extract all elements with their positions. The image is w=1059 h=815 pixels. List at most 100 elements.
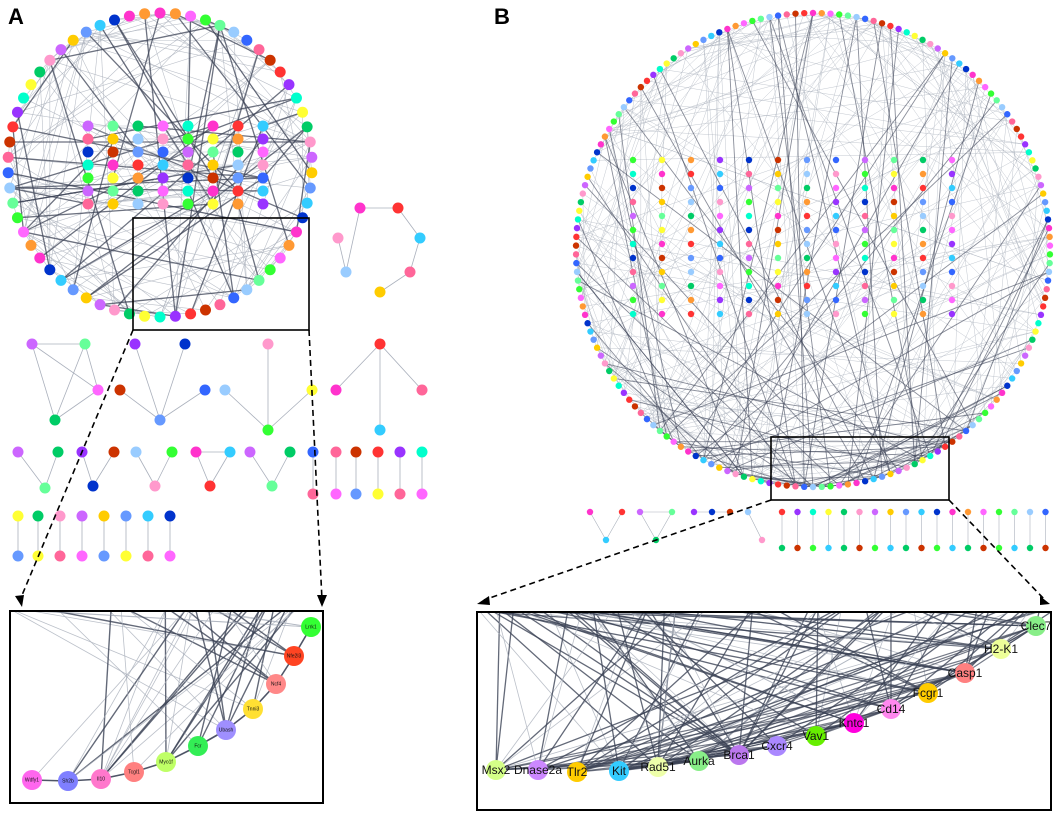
panel-a-ring-node (306, 151, 318, 163)
panel-b-edge (996, 202, 1046, 400)
panel-a-edge (237, 203, 260, 281)
panel-a-grid-node (157, 120, 169, 132)
panel-b-ring-node (783, 11, 790, 18)
panel-b-ring-node (685, 448, 692, 455)
panel-a-grid-node (257, 185, 269, 197)
panel-b-pair-node (1042, 544, 1049, 552)
panel-a-network (2, 7, 428, 562)
panel-b-ring-node (740, 20, 748, 27)
panel-b-edge (609, 128, 1049, 281)
panel-b-ring-node (700, 36, 707, 44)
panel-a-grid-node (182, 172, 194, 184)
panel-b-pair-node (995, 544, 1003, 552)
panel-b-zoom-edge (964, 612, 990, 674)
panel-b-edge (743, 446, 946, 477)
panel-b-zoom-edge (779, 612, 929, 694)
panel-b-grid-node (629, 198, 637, 206)
panel-b-ring-node (1043, 207, 1050, 214)
panel-b-edge (653, 201, 1046, 426)
panel-a-edge (159, 49, 260, 318)
panel-b-ring-node (576, 286, 583, 293)
panel-b-ring-node (626, 97, 633, 104)
panel-b-grid-node (890, 296, 898, 304)
panel-b-zoom-node-label: Aurka (683, 754, 715, 768)
panel-a-zoom-edge (130, 611, 277, 685)
panel-b-zoom-edge (576, 648, 1002, 773)
panel-b-ring-node (708, 460, 715, 468)
panel-a-pair-node (372, 446, 384, 458)
panel-b-ring-node (572, 242, 580, 249)
panel-b-pair-node (840, 544, 848, 552)
panel-a-ring-node (228, 26, 240, 38)
panel-b-zoom-edge (610, 612, 817, 737)
panel-b-ring-node (626, 396, 633, 403)
panel-a-ring-node (304, 136, 316, 148)
panel-b-grid-node (716, 226, 724, 234)
panel-b-edge (838, 14, 923, 461)
panel-b-ring-node (610, 118, 618, 125)
panel-b-component-edge (655, 511, 673, 541)
panel-b-edge (703, 32, 720, 461)
panel-a-edge (39, 125, 214, 259)
panel-a-edge (262, 111, 303, 127)
panel-b-grid-node (919, 296, 927, 304)
panel-b-pair-node (794, 508, 801, 516)
panel-b-edge (803, 23, 883, 487)
panel-b-grid-node (919, 184, 927, 192)
panel-a-edge (129, 202, 308, 315)
panel-a-component-node (416, 384, 428, 396)
panel-b-grid-node (629, 296, 637, 304)
panel-a-ring-node (139, 8, 151, 20)
panel-a-component-node (219, 384, 231, 396)
panel-b-edge (889, 25, 916, 465)
panel-b-zoom-edge (495, 672, 966, 771)
panel-b-edge (613, 25, 736, 379)
panel-b-edge (584, 20, 874, 316)
panel-a-component-edge (379, 271, 411, 293)
panel-a-ring-node (25, 239, 37, 251)
panel-b-edge (727, 114, 1008, 472)
panel-b-ring-node (656, 427, 664, 435)
panel-a-edge (137, 190, 189, 205)
panel-b-zoom-node: Fcgr1 (913, 683, 944, 703)
panel-a-zoom-node-circle (301, 617, 321, 637)
panel-b-edge (659, 430, 682, 448)
panel-b-pair-node (856, 544, 863, 552)
panel-a-zoom-node: Myo1f (156, 752, 176, 772)
panel-a-zoom-node-circle (284, 646, 304, 666)
panel-b-ring-node (700, 456, 707, 464)
panel-a-component-edge (337, 237, 347, 273)
panel-a-edge (60, 13, 176, 50)
panel-b-ring-node (637, 409, 645, 417)
panel-b-grid-node (716, 268, 724, 276)
panel-a-zoom-edge (67, 611, 166, 782)
panel-b-ring-node (969, 421, 976, 429)
panel-b-zoom-edge (815, 612, 985, 737)
panel-b-pair-node (902, 508, 910, 516)
panel-b-ring-node (987, 403, 995, 410)
panel-b-edge (623, 106, 1017, 372)
panel-a-ring-node (274, 66, 286, 78)
panel-a-ring-node (214, 299, 226, 311)
panel-a-zoom-node-label: Myo1f (159, 760, 173, 766)
panel-b-zoom-edge (657, 672, 966, 768)
panel-b-grid-node (687, 226, 695, 234)
panel-b-grid-node (890, 212, 898, 220)
panel-b-ring-node (643, 415, 651, 423)
panel-b-grid-node (832, 268, 840, 276)
panel-b-zoom-edge (618, 625, 1037, 772)
panel-a-zoom-node-label: Sh2b (62, 779, 74, 785)
panel-a-edge (16, 112, 51, 270)
panel-b-zoom-node-label: Kit (612, 764, 627, 778)
panel-b-zoom-edge (650, 612, 966, 674)
panel-a-component-edge (31, 343, 99, 391)
panel-a-node-pair (350, 446, 362, 500)
panel-b-node-pair (1026, 508, 1034, 552)
panel-a-component-edge (209, 451, 231, 487)
panel-a-component-node (154, 414, 166, 426)
panel-b-edge (593, 20, 874, 340)
panel-a-component-node (266, 480, 278, 492)
panel-a-edge (187, 190, 235, 299)
panel-a-grid-node (232, 146, 244, 158)
panel-b-edge (576, 107, 625, 272)
